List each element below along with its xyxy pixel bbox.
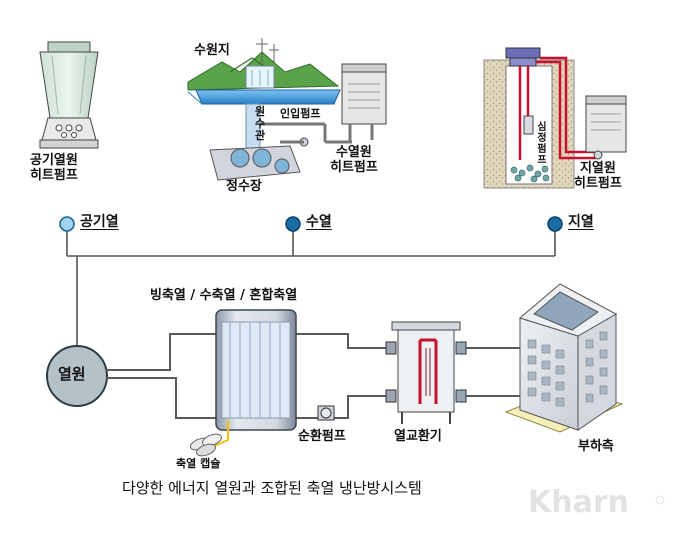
circulation-pump (317, 405, 335, 421)
load-side-label: 부하측 (578, 439, 614, 454)
purification-plant-label: 정수장 (226, 179, 262, 194)
geothermal-well (483, 47, 627, 189)
heat-source-nodes (59, 216, 563, 232)
inlet-pump-label: 인입펌프 (280, 107, 321, 120)
air-heat-pump-label: 공기열원 히트펌프 (30, 153, 78, 183)
load-building (504, 283, 624, 433)
heat-source-circle (46, 345, 108, 407)
svg-text:Kharn: Kharn (528, 485, 629, 520)
capsule-label: 축열 캡슐 (176, 457, 221, 470)
node-water (285, 216, 301, 232)
heat-source-air-label: 공기열 (80, 214, 119, 230)
heat-exchanger (385, 321, 467, 424)
intake-pipe-label: 원수관 (254, 105, 266, 142)
heat-source-geo-label: 지열 (568, 214, 594, 230)
well-pump-label: 심정펌프 (537, 122, 547, 166)
storage-tank (213, 309, 297, 447)
reservoir-label: 수원지 (194, 43, 230, 58)
reservoir-scene (187, 38, 352, 181)
water-source-heat-pump (341, 63, 387, 142)
heat-source-water-label: 수열 (306, 214, 332, 230)
heat-exchanger-label: 열교환기 (394, 429, 442, 444)
water-heat-pump-label: 수열원 히트펌프 (330, 145, 378, 175)
air-source-heat-pump (39, 41, 99, 149)
watermark: Kharn (528, 485, 665, 520)
circulation-pump-label: 순환펌프 (298, 429, 346, 444)
node-geo (547, 216, 563, 232)
node-air (59, 216, 75, 232)
network-lines (66, 224, 556, 345)
main-piping (106, 333, 520, 419)
storage-capsules (189, 433, 223, 457)
heat-source-node-label: 열원 (58, 365, 86, 383)
figure-caption: 다양한 에너지 열원과 조합된 축열 냉난방시스템 (122, 479, 422, 497)
geo-heat-pump-label: 지열원 히트펌프 (574, 161, 622, 191)
storage-type-label: 빙축열 / 수축열 / 혼합축열 (150, 288, 298, 303)
